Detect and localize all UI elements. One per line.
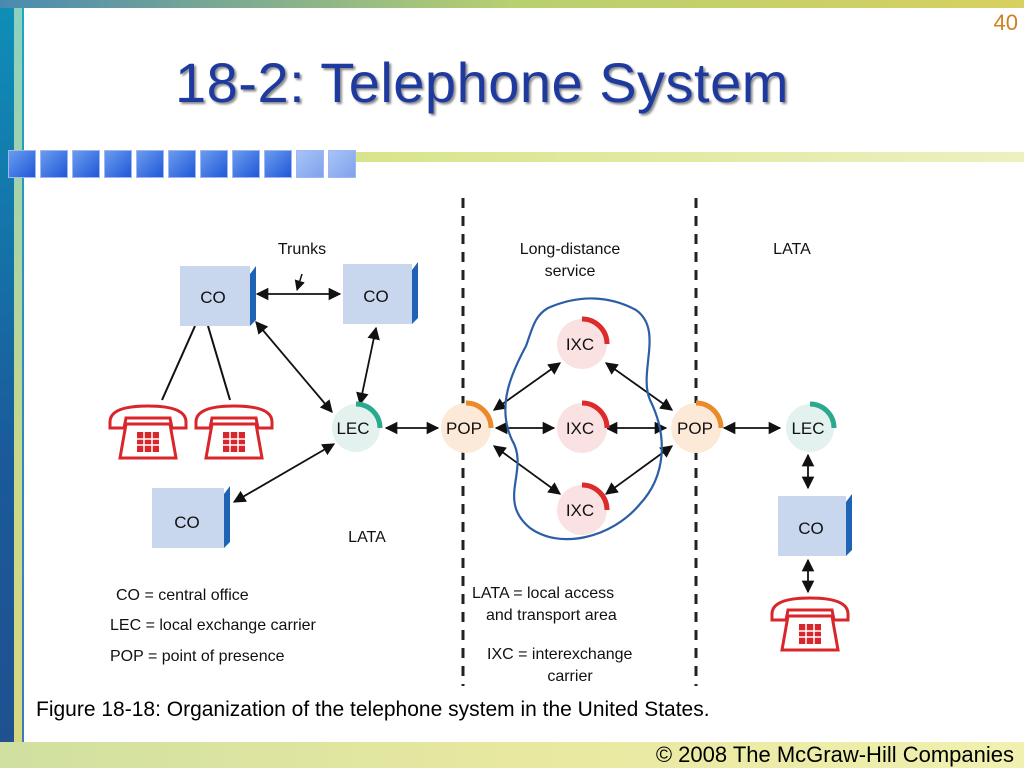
telephone-icon <box>770 596 850 652</box>
telephone-system-diagram: Trunks Long-distance service LATA LATA C… <box>108 198 852 686</box>
decorative-square <box>168 150 196 178</box>
decorative-squares-bar <box>8 150 1024 180</box>
decorative-square <box>40 150 68 178</box>
top-border <box>0 0 1024 8</box>
ixc-label: IXC <box>566 501 594 520</box>
lec-label: LEC <box>336 419 369 438</box>
legend-lata-2: and transport area <box>486 607 617 624</box>
trunks-pointer <box>294 273 305 292</box>
pop-node-left: POP <box>441 400 494 453</box>
co-lec-link <box>255 321 333 413</box>
pop-label: POP <box>677 419 713 438</box>
decorative-square <box>264 150 292 178</box>
co-label: CO <box>174 513 200 532</box>
co-label: CO <box>798 519 824 538</box>
pop-label: POP <box>446 419 482 438</box>
left-border-stripe <box>14 0 22 768</box>
decorative-square <box>136 150 164 178</box>
decorative-square <box>296 150 324 178</box>
pop-node-right: POP <box>671 400 724 453</box>
co-lec-link <box>232 443 336 503</box>
decorative-square <box>328 150 356 178</box>
lata-label-right: LATA <box>773 241 811 258</box>
legend-ixc-2: carrier <box>547 668 593 685</box>
ixc-label: IXC <box>566 335 594 354</box>
co-box-top-right: CO <box>343 262 418 324</box>
legend-ixc: IXC = interexchange <box>487 646 633 663</box>
co-box-top-left: CO <box>180 266 256 326</box>
local-loop-line <box>207 325 231 401</box>
page-number: 40 <box>993 10 1018 35</box>
slide-title: 18-2: Telephone System <box>175 51 789 114</box>
decorative-square <box>8 150 36 178</box>
pop-ixc-link <box>492 445 562 495</box>
ixc-label: IXC <box>566 419 594 438</box>
telephone-icon <box>108 404 188 460</box>
decorative-square <box>104 150 132 178</box>
bottom-border <box>0 742 1024 768</box>
legend-co: CO = central office <box>116 587 249 604</box>
trunks-label: Trunks <box>278 241 326 258</box>
lec-label: LEC <box>791 419 824 438</box>
long-distance-label-2: service <box>545 263 596 280</box>
ixc-pop-link <box>604 362 674 411</box>
lec-node-left: LEC <box>332 401 383 452</box>
co-box-bottom-left: CO <box>152 486 230 548</box>
long-distance-label: Long-distance <box>520 241 621 258</box>
ixc-node-top: IXC <box>557 316 610 369</box>
ixc-node-bottom: IXC <box>557 482 610 535</box>
telephone-icon <box>194 404 274 460</box>
pop-ixc-link <box>492 362 562 411</box>
co-label: CO <box>200 288 226 307</box>
decorative-square <box>232 150 260 178</box>
figure-caption: Figure 18-18: Organization of the teleph… <box>36 698 710 721</box>
legend-lata: LATA = local access <box>472 585 614 602</box>
local-loop-line <box>161 325 196 401</box>
decorative-square <box>72 150 100 178</box>
co-box-right: CO <box>778 494 852 556</box>
co-label: CO <box>363 287 389 306</box>
copyright-notice: © 2008 The McGraw-Hill Companies <box>655 742 1014 767</box>
legend-pop: POP = point of presence <box>110 648 285 665</box>
legend-lec: LEC = local exchange carrier <box>110 617 317 634</box>
long-distance-cloud <box>504 297 663 541</box>
decorative-strip <box>348 152 1024 162</box>
ixc-node-middle: IXC <box>557 400 610 453</box>
lata-label-left: LATA <box>348 529 386 546</box>
lec-node-right: LEC <box>786 401 837 452</box>
co-lec-link <box>356 326 380 406</box>
decorative-square <box>200 150 228 178</box>
